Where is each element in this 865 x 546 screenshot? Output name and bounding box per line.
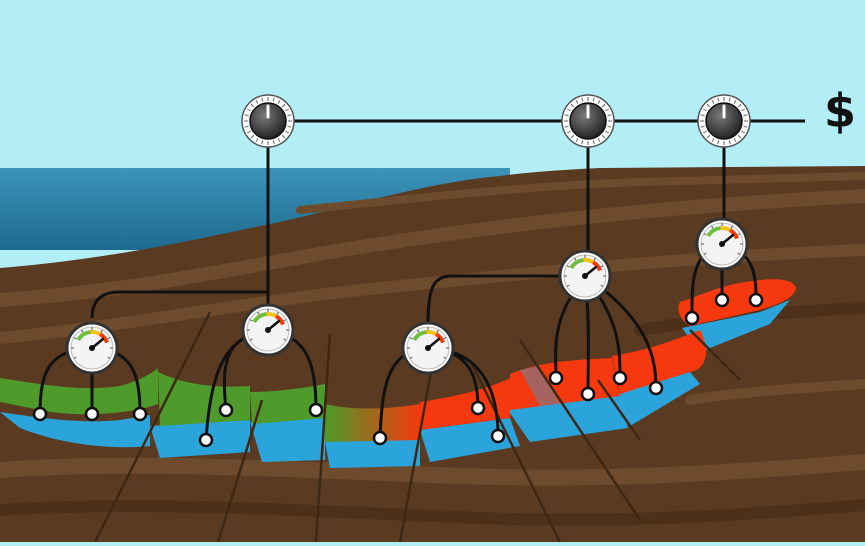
- wellhead-icon: [84, 406, 100, 422]
- pressure-gauge-icon: [241, 303, 295, 357]
- gauges: [65, 217, 749, 375]
- wellhead-icon: [714, 292, 730, 308]
- wellhead-icon: [548, 370, 564, 386]
- wellhead-icon: [372, 430, 388, 446]
- wellhead-icon: [648, 380, 664, 396]
- valves: [241, 94, 751, 148]
- pressure-gauge-icon: [695, 217, 749, 271]
- wellhead-icon: [198, 432, 214, 448]
- valve-knob-icon: [697, 94, 751, 148]
- pressure-gauge-icon: [65, 321, 119, 375]
- wellhead-icon: [490, 428, 506, 444]
- wellhead-icon: [684, 310, 700, 326]
- market-price-symbol: $: [824, 84, 857, 138]
- wellhead-icon: [32, 406, 48, 422]
- valve-knob-icon: [241, 94, 295, 148]
- wellhead-icon: [132, 406, 148, 422]
- wellhead-icon: [748, 292, 764, 308]
- wellhead-icon: [470, 400, 486, 416]
- rock-strata: [0, 172, 865, 526]
- wells: [32, 292, 764, 448]
- wellhead-icon: [580, 386, 596, 402]
- pressure-gauge-icon: [558, 249, 612, 303]
- wellhead-icon: [612, 370, 628, 386]
- fault-lines: [93, 311, 741, 543]
- wellhead-icon: [308, 402, 324, 418]
- pressure-gauge-icon: [401, 321, 455, 375]
- valve-knob-icon: [561, 94, 615, 148]
- wellhead-icon: [218, 402, 234, 418]
